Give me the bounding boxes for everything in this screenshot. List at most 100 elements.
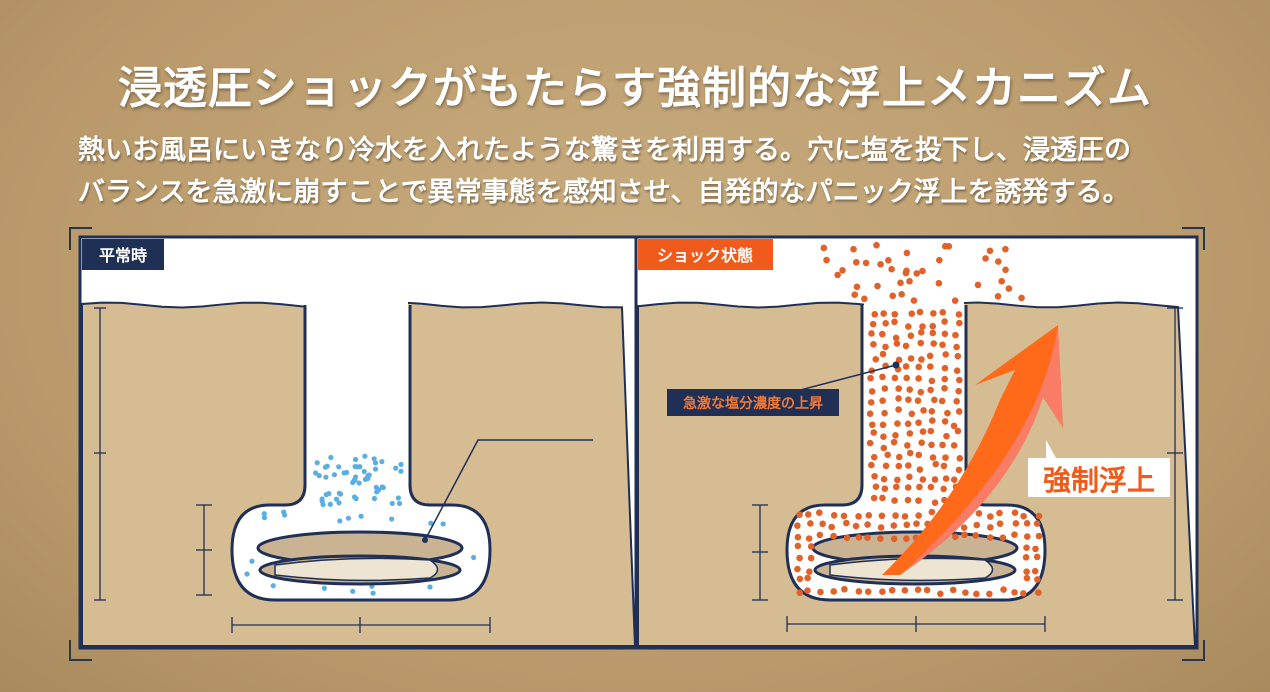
particle-dot [470,554,477,561]
particle-dot [281,509,287,515]
particle-dot [1023,544,1030,551]
particle-dot [996,520,1004,528]
particle-dot [807,554,815,562]
particle-dot [928,508,936,516]
particle-dot [953,367,961,374]
particle-dot [905,462,912,469]
particle-dot [915,419,922,426]
particle-dot [998,277,1006,285]
particle-dot [1022,553,1030,561]
particle-dot [942,475,950,482]
particle-dot [928,408,936,415]
particle-dot [864,534,871,541]
particle-dot [352,474,359,480]
particle-dot [939,309,947,316]
particle-dot [880,444,888,452]
particle-dot [879,330,886,338]
particle-dot [919,267,926,275]
particle-dot [941,418,949,425]
arrow-label: 強制浮上 [1043,464,1155,497]
particle-dot [427,584,433,590]
particle-dot [888,586,896,594]
particle-dot [1035,589,1042,596]
particle-dot [1002,266,1009,274]
particle-dot [398,461,404,468]
particle-dot [904,496,912,504]
particle-dot [890,522,898,529]
particle-dot [362,453,368,459]
particle-dot [953,397,960,405]
particle-dot [954,427,962,435]
particle-dot [904,442,911,449]
tag-shock-label: ショック状態 [657,246,753,265]
particle-dot [336,490,342,496]
particle-dot [867,374,874,382]
particle-dot [354,464,360,470]
leader-line [424,439,593,541]
particle-dot [352,456,359,463]
particle-dot [931,396,938,404]
particle-dot [877,260,884,268]
particle-dot [930,310,937,317]
particle-dot [323,474,329,480]
particle-dot [917,388,925,396]
particle-dot [927,386,934,394]
particle-dot [955,408,963,415]
particle-dot [906,449,914,457]
arrow-label-box [1028,440,1170,497]
particle-dot [1018,294,1025,302]
particle-dot [943,432,950,440]
particle-dot [956,376,963,384]
particle-dot [1035,532,1043,540]
tag-normal [82,239,164,270]
particle-dot [926,352,934,360]
particle-dot [942,454,949,461]
particle-dot [834,271,841,279]
particle-dot [1033,520,1041,527]
particle-dot [904,420,912,428]
subtitle-line-2: バランスを急激に崩すことで異常事態を感知させ、自発的なパニック浮上を誘発する。 [78,177,1130,208]
particle-dot [1005,285,1013,292]
razor-clam-normal [256,530,464,586]
particle-dot [804,511,812,518]
particle-dot [891,310,899,318]
particle-dot [939,441,946,449]
particle-dot [440,521,446,527]
particle-dot [950,442,958,449]
particle-dot [1023,574,1031,582]
dimension-lines-right [752,307,1183,632]
particle-dot [395,495,402,501]
particle-dot [804,587,811,594]
particle-dot [961,531,968,539]
particle-dot [843,534,851,542]
particle-dot [871,472,878,480]
particle-dot [841,585,848,593]
particle-dot [918,439,925,447]
tag-normal-label: 平常時 [99,246,147,265]
particle-dot [910,297,918,304]
particle-dot [941,364,949,372]
particle-dot [999,534,1007,541]
subtitle-line-1: 熱いお風呂にいきなり冷水を入れたような驚きを利用する。穴に塩を投下し、浸透圧の [78,135,1131,166]
particle-dot [913,270,921,277]
particle-dot [902,342,910,350]
particle-dot [879,421,887,429]
particle-dot [331,472,337,478]
particle-dot [807,520,814,527]
dimension-lines-left [94,307,491,633]
particle-dot [796,554,803,562]
tag-shock [638,239,773,270]
particle-dot [905,396,912,404]
particle-dot [949,586,957,594]
forced-rise-arrow [882,325,1063,575]
particle-dot [973,590,980,598]
particle-dot [940,485,947,493]
particle-dot [855,534,863,541]
particle-dot [840,512,848,520]
particle-dot [851,291,859,298]
particle-dot [1019,590,1027,597]
particle-dot [908,410,916,418]
particle-dot [929,329,937,337]
particle-dot [919,428,927,435]
particle-dot [952,533,959,541]
